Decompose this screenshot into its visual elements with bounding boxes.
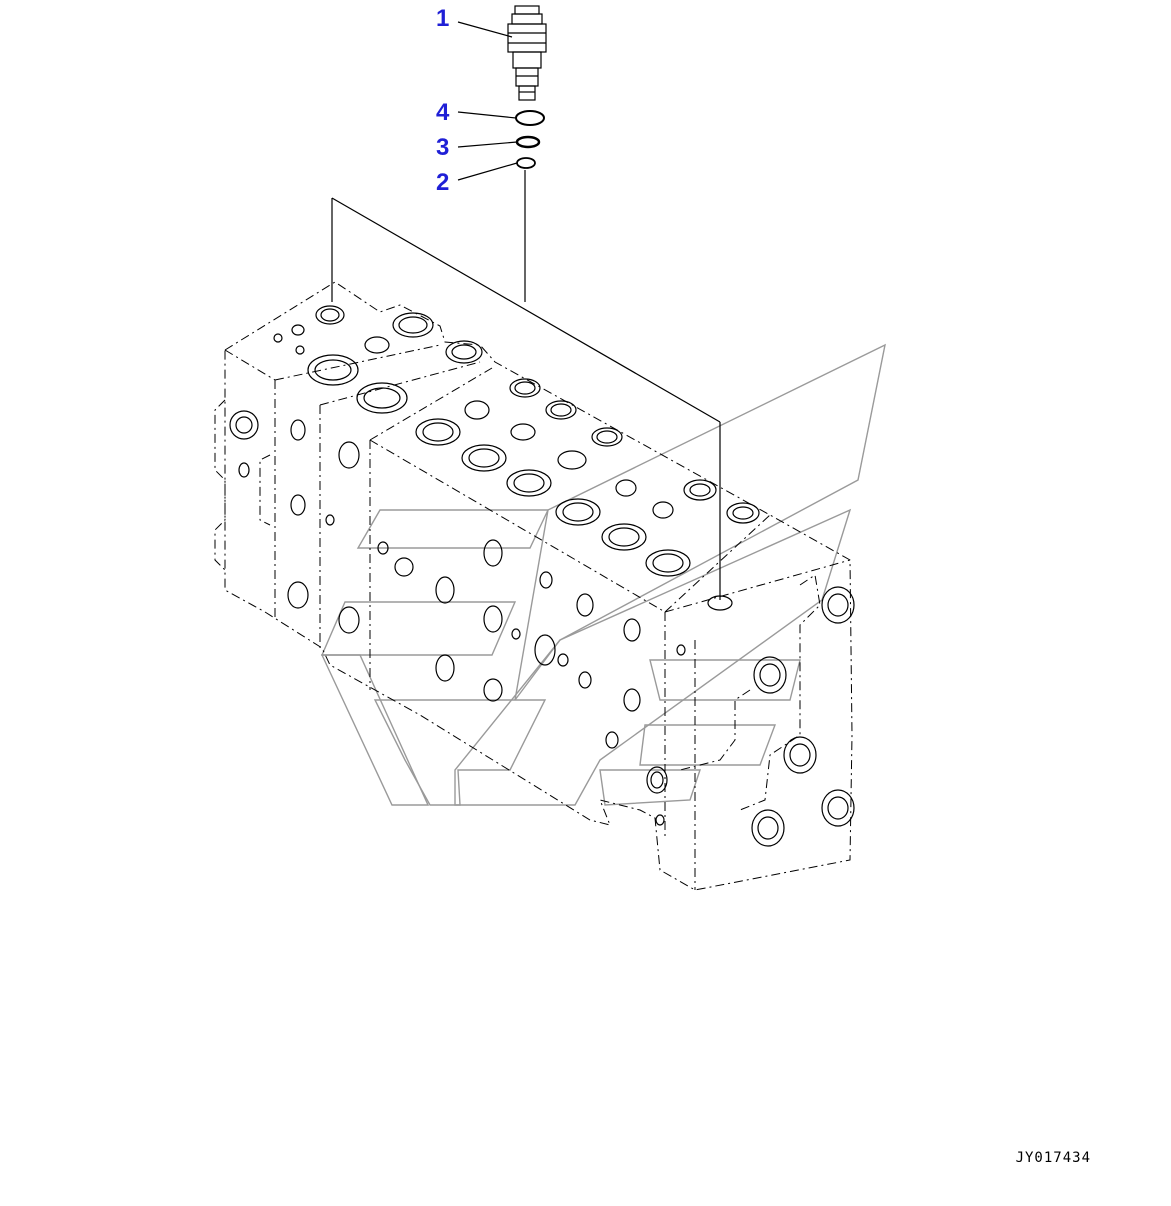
control-valve-body — [214, 281, 853, 891]
callout-1: 1 — [436, 5, 449, 32]
callout-3: 3 — [436, 134, 449, 161]
callout-4: 4 — [436, 99, 450, 126]
o-ring-large — [515, 110, 545, 126]
leader-lines — [457, 21, 518, 181]
valve-cartridge — [507, 5, 547, 101]
callout-labels: 1 4 3 2 — [436, 5, 450, 196]
watermark-logo — [320, 343, 886, 806]
o-ring-seat — [516, 157, 536, 169]
callout-2: 2 — [436, 169, 449, 196]
o-ring-small — [515, 135, 541, 149]
ports-large — [307, 305, 760, 611]
ports-small — [229, 324, 674, 749]
assembly-guide-lines — [331, 170, 721, 600]
end-cover-bosses — [646, 586, 855, 847]
drawing-number: JY017434 — [1015, 1150, 1091, 1166]
